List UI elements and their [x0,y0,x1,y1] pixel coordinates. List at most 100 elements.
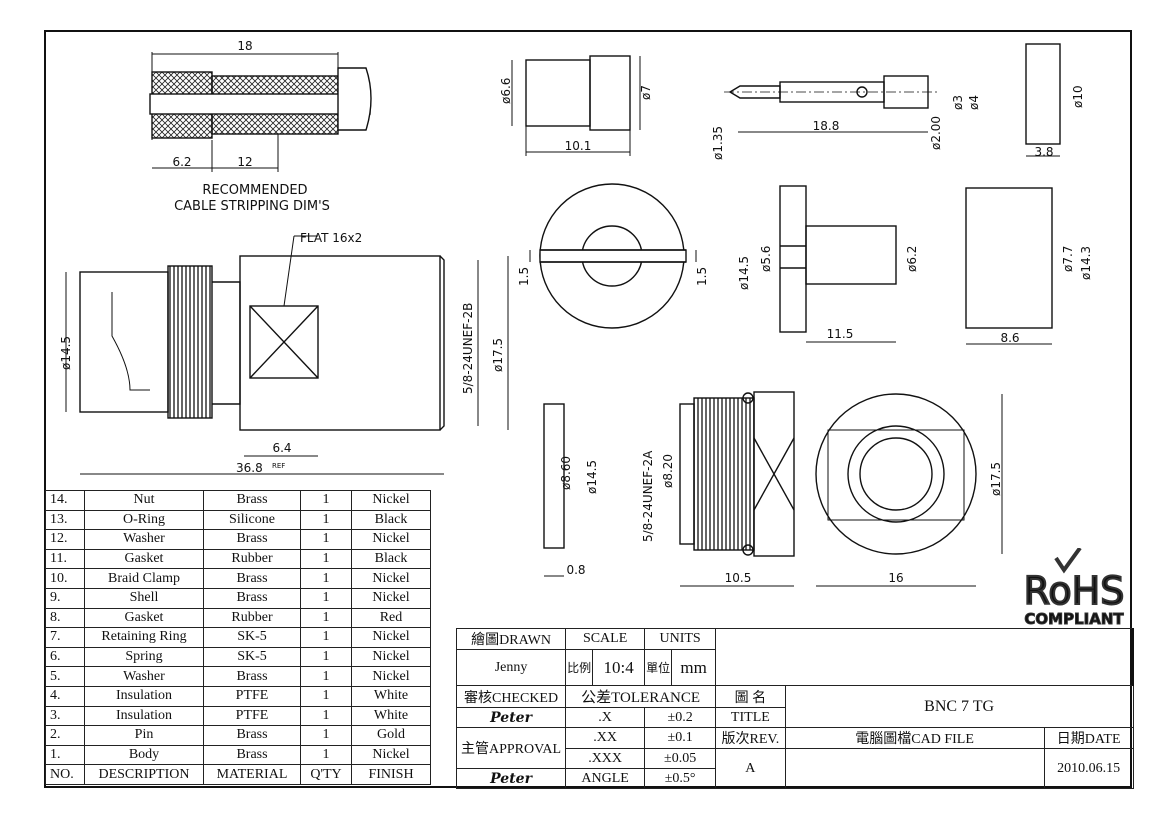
item-material: PTFE [203,705,301,727]
item-finish: Black [351,509,431,531]
item-description: Braid Clamp [84,568,204,589]
item-no: 4. [45,685,85,707]
dim-main-total: 36.8 [236,461,263,475]
dim-main-w64: 6.4 [272,441,291,455]
bom-header-item-finish: FINISH [351,764,431,785]
item-description: Spring [84,646,204,668]
dim-ins-d62: ø6.2 [905,246,919,272]
tolerance-label: 公差TOLERANCE [565,685,717,708]
item-material: Brass [203,725,301,746]
item-qty: 1 [300,646,352,668]
approved-by: Peter [455,768,567,789]
title-label: TITLE [715,707,786,728]
date-label: 日期DATE [1043,727,1134,749]
dim-nut-d175: ø17.5 [989,462,1003,496]
cable-stripping-view [149,52,372,172]
retaining-ring-front-view [529,183,697,329]
rev-value: A [715,748,786,789]
bom-header-item-material: MATERIAL [203,764,301,785]
rohs-logo: RoHS COMPLIANT [1023,548,1125,628]
item-finish: Gold [351,725,431,746]
item-qty: 1 [300,705,352,727]
item-qty: 1 [300,490,352,511]
rohs-mark: RoHS [1024,569,1125,613]
item-no: 2. [45,725,85,746]
item-no: 14. [45,490,85,511]
item-qty: 1 [300,744,352,766]
dim-main-thread: 5/8-24UNEF-2B [461,303,475,394]
tol-xx: .XX [565,727,646,749]
item-material: Brass [203,666,301,687]
checked-label: 審核CHECKED [455,685,567,708]
title-block: 繪圖DRAWN SCALE UNITS Jenny 比例 10:4 單位 mm … [455,628,1135,789]
bom-header-item-description: DESCRIPTION [84,764,204,785]
item-no: 11. [45,548,85,570]
dim-strip-a: 6.2 [172,155,191,169]
item-qty: 1 [300,627,352,648]
item-material: Brass [203,744,301,766]
washer-lower-view [543,403,565,577]
dim-nut-w16: 16 [888,571,903,585]
dim-ring-s15b: 1.5 [695,267,709,286]
item-finish: Nickel [351,490,431,511]
dim-d7: ø7 [639,85,653,100]
dim-d3: ø3 [951,95,965,110]
dim-strip-total: 18 [237,39,252,53]
approval-label: 主管APPROVAL [455,727,567,769]
units-cn: 單位 [644,649,673,686]
dim-main-d145: ø14.5 [59,336,73,370]
item-no: 12. [45,529,85,550]
strip-caption-1: RECOMMENDED [202,183,307,198]
item-material: Silicone [203,509,301,531]
dim-w101: 10.1 [565,139,592,153]
scale-cn: 比例 [565,649,594,686]
item-description: Insulation [84,705,204,727]
item-qty: 1 [300,685,352,707]
item-finish: Nickel [351,529,431,550]
dimension-labels: 18 6.2 12 RECOMMENDED CABLE STRIPPING DI… [59,39,1093,585]
insulator-side-view [779,185,897,343]
item-material: Rubber [203,548,301,570]
item-description: Body [84,744,204,766]
dim-w188: 18.8 [813,119,840,133]
tol-angle-val: ±0.5° [644,768,717,789]
item-no: 10. [45,568,85,589]
item-description: Washer [84,666,204,687]
item-finish: Nickel [351,646,431,668]
item-description: Gasket [84,548,204,570]
dim-d4: ø4 [967,95,981,110]
dim-d10: ø10 [1071,85,1085,108]
dim-main-d175: ø17.5 [491,338,505,372]
title-cn: 圖 名 [715,685,786,708]
item-qty: 1 [300,568,352,589]
tol-xxx-val: ±0.05 [644,748,717,769]
rev-label: 版次REV. [715,727,786,749]
dim-nut-w105: 10.5 [725,571,752,585]
item-finish: Red [351,607,431,629]
item-description: Insulation [84,685,204,707]
item-material: Brass [203,568,301,589]
dim-wash-d860: ø8.60 [559,456,573,490]
units-label: UNITS [644,628,717,650]
item-qty: 1 [300,666,352,687]
date-value: 2010.06.15 [1043,748,1134,789]
item-qty: 1 [300,607,352,629]
item-material: PTFE [203,685,301,707]
dim-ins-d145: ø14.5 [737,256,751,290]
item-material: Brass [203,587,301,609]
item-description: Gasket [84,607,204,629]
washer-side-view [1025,43,1061,157]
item-material: Brass [203,490,301,511]
item-finish: Black [351,548,431,570]
